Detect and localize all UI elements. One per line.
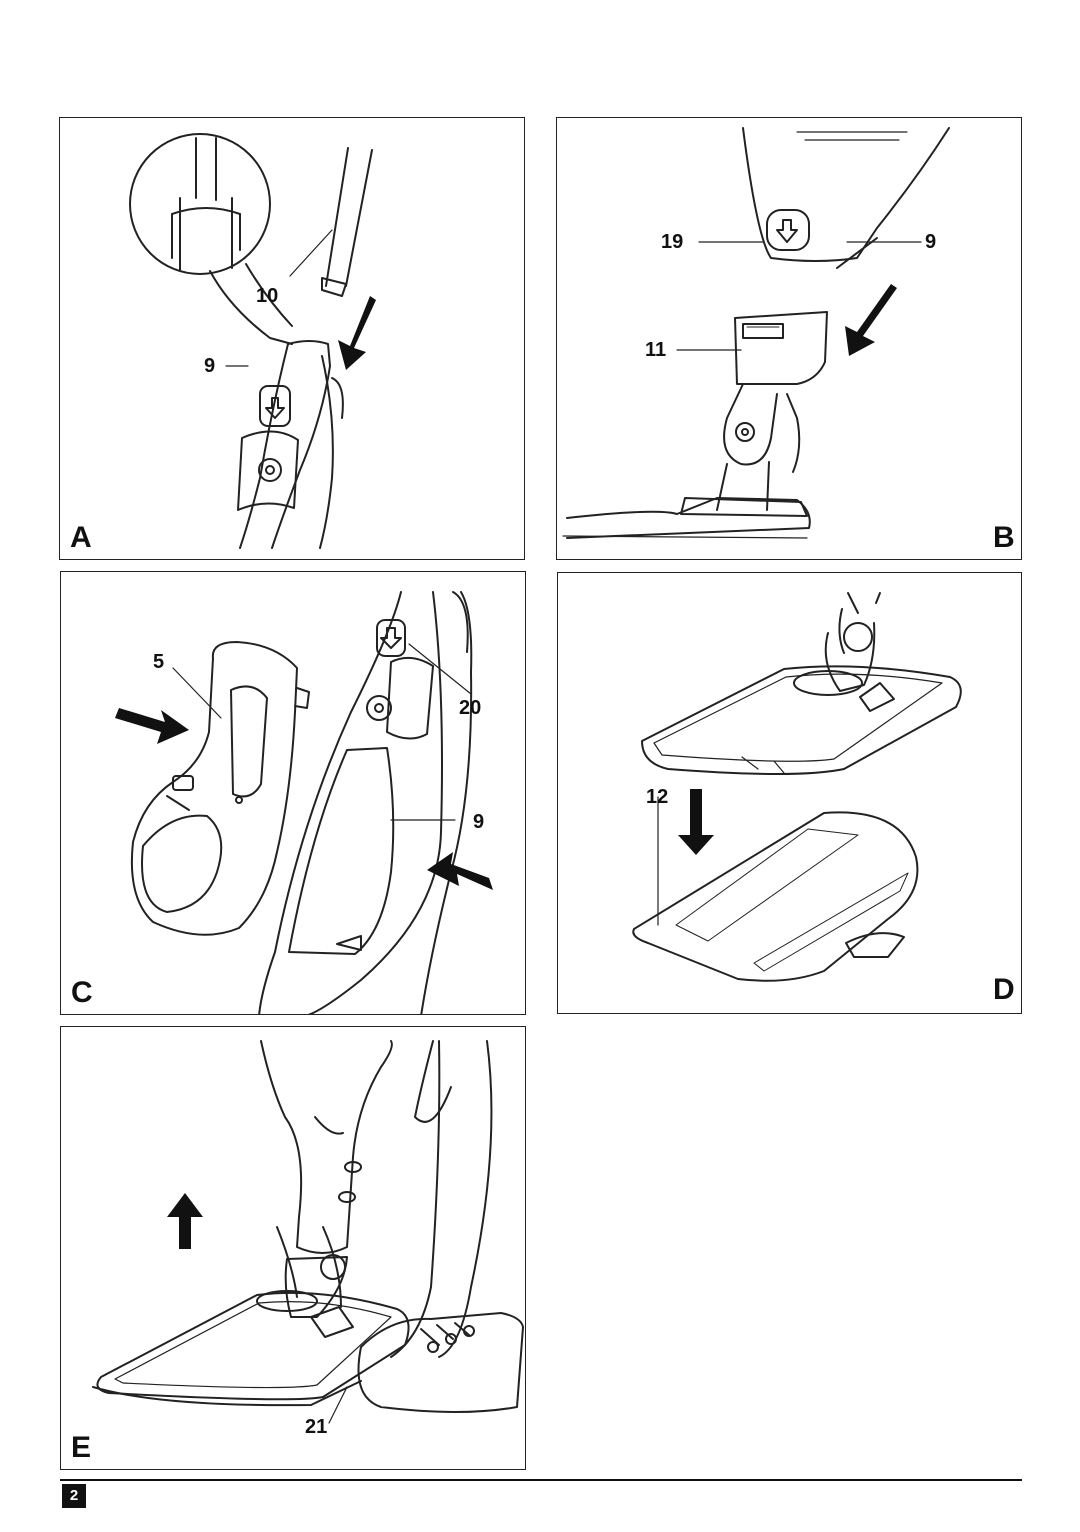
right-arrow-icon [115,708,189,744]
down-arrow-icon [845,284,897,356]
illustration-a [129,133,376,549]
illustration-d [632,592,962,982]
page-number: 2 [62,1484,86,1508]
release-button-19-shape [766,209,810,251]
callout-10: 10 [256,285,279,307]
steam-unit-icon-shape [172,775,194,791]
left-arrow-icon [427,852,493,890]
release-button-shape [259,385,291,427]
figure-panel-b: 19 9 11 B [556,117,1022,560]
figure-panel-c: 5 20 9 C [60,571,526,1015]
down-arrow-icon [338,296,376,370]
panel-letter-a: A [70,521,92,554]
callout-11: 11 [645,339,667,361]
panel-letter-e: E [71,1431,92,1464]
figure-panel-d: 12 D [557,572,1022,1014]
illustration-c [115,591,493,1014]
callout-9: 9 [473,811,485,833]
down-arrow-icon [678,789,714,855]
callout-20: 20 [459,697,482,719]
callout-12: 12 [646,786,669,808]
release-button-20-shape [376,619,406,657]
callout-5: 5 [153,651,165,673]
figure-panel-a: 10 9 A [59,117,525,560]
zoom-detail-circle [129,133,271,275]
footer-rule [60,1479,1022,1481]
callout-21: 21 [305,1416,328,1438]
up-arrow-icon [167,1193,203,1249]
illustration-e [92,1040,524,1424]
panel-letter-b: B [993,521,1015,554]
panel-letter-d: D [993,973,1015,1006]
illustration-b [562,127,950,539]
figure-panel-e: 21 E [60,1026,526,1470]
callout-19: 19 [661,231,684,253]
callout-9: 9 [925,231,937,253]
panel-letter-c: C [71,976,93,1009]
callout-9: 9 [204,355,216,377]
